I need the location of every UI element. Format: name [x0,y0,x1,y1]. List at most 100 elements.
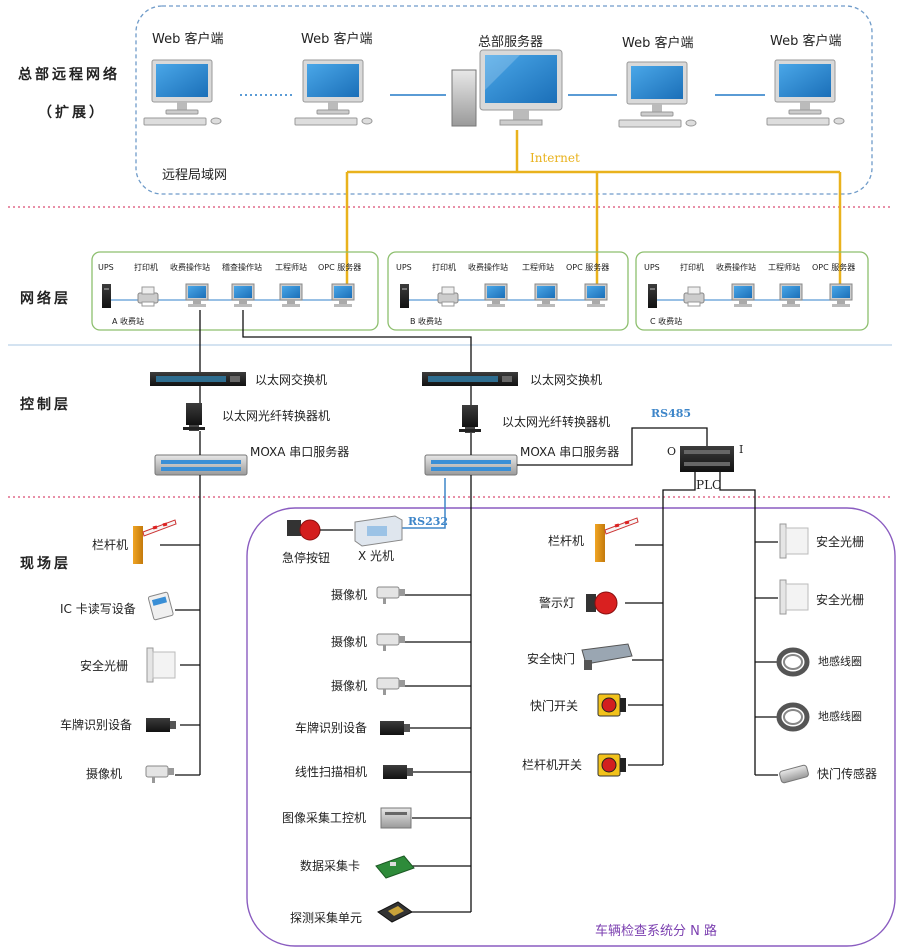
device-label: 工程师站 [522,263,554,272]
field-label: 地感线圈 [818,655,862,668]
camera-icon [145,765,175,784]
field-label: 车牌识别设备 [295,721,368,735]
hq-frame [135,5,873,195]
plate-recognition-icon [146,718,176,732]
device-label: 打印机 [680,263,704,272]
station-c-devices [648,283,853,308]
device-label: OPC 服务器 [318,263,362,272]
ethernet-switch [150,372,246,386]
device-label: UPS [396,263,412,272]
safety-shutter-icon [581,643,633,670]
layer-title-field: 现场层 [20,556,71,572]
field-label: 警示灯 [539,596,576,610]
center-field-bus [405,475,472,913]
warning-light-icon [586,591,618,615]
daq-card-icon [375,855,415,879]
hq-server [451,49,563,127]
ic-reader-icon [147,591,174,621]
station-name: A 收费站 [112,317,145,326]
plc-input-bus [719,472,778,776]
estop-icon [287,519,321,541]
station-b-devices [400,283,608,308]
hq-server-label: 总部服务器 [478,35,544,50]
ipc-icon [380,807,412,829]
field-label: 安全光栅 [80,659,129,673]
station-a-devices [102,283,355,308]
switch-label: 以太网交换机 [530,373,603,387]
switch-label: 以太网交换机 [255,373,328,387]
device-label: 稽查操作站 [222,263,262,272]
safety-grating-icon [146,647,176,683]
estop-label: 急停按钮 [282,551,331,565]
shutter-switch-icon [597,693,627,717]
plc-input-label: I [739,443,744,456]
device-label: 工程师站 [275,263,307,272]
moxa-server [154,454,248,476]
field-label: 摄像机 [331,679,368,693]
station-name: C 收费站 [650,317,683,326]
plc-device [680,446,734,472]
device-label: 收费操作站 [716,263,756,272]
layer-title-control: 控制层 [20,397,71,413]
plc-label: PLC [696,478,722,492]
station-c-frame [635,251,869,331]
field-label: 安全快门 [527,652,576,666]
n-route-frame [246,507,896,947]
station-a-frame [91,251,379,331]
field-label: 栏杆机 [92,538,129,552]
xray-label: X 光机 [358,549,395,563]
plc-output-label: O [667,445,677,458]
rs485-link [517,427,708,466]
field-label: 摄像机 [331,635,368,649]
plc-output-bus [625,472,696,766]
device-label: 收费操作站 [468,263,508,272]
field-label: 车牌识别设备 [60,718,133,732]
web-client-computer [766,59,845,126]
ethernet-switch [422,372,518,386]
web-client-computer [294,59,373,126]
device-label: UPS [644,263,660,272]
field-label: 快门开关 [530,699,579,713]
field-label: 栏杆机开关 [522,758,583,772]
converter-label: 以太网光纤转换器机 [502,415,611,429]
camera-icon [376,633,406,652]
field-label: 地感线圈 [818,710,862,723]
web-client-label: Web 客户端 [301,32,373,47]
field-label: 安全光栅 [816,593,865,607]
field-label: 安全光栅 [816,535,865,549]
device-label: UPS [98,263,114,272]
field-label: 数据采集卡 [300,859,361,873]
safety-grating-icon [779,579,809,615]
converter-label: 以太网光纤转换器机 [222,409,331,423]
device-label: 打印机 [134,263,158,272]
layer-subtitle-hq: （扩展） [38,105,106,121]
loop-coil-icon [779,705,807,729]
field-label: 摄像机 [86,767,123,781]
barrier-switch-icon [597,753,627,777]
station-uplink [199,310,472,372]
field-label: IC 卡读写设备 [60,602,136,616]
device-label: OPC 服务器 [812,263,856,272]
fiber-converter [183,403,205,431]
internet-label: Internet [530,151,580,165]
left-field-bus [160,475,201,776]
control-links [199,386,472,455]
device-label: 工程师站 [768,263,800,272]
field-label: 栏杆机 [548,534,585,548]
field-label: 摄像机 [331,588,368,602]
field-label: 图像采集工控机 [282,811,367,825]
moxa-label: MOXA 串口服务器 [520,445,620,459]
web-client-label: Web 客户端 [152,32,224,47]
field-label: 线性扫描相机 [295,765,368,779]
lan-label: 远程局域网 [162,168,228,183]
camera-icon [376,677,406,696]
web-client-label: Web 客户端 [770,34,842,49]
rs232-link [401,478,446,529]
web-client-label: Web 客户端 [622,36,694,51]
station-b-frame [387,251,629,331]
web-client-computer [618,61,697,128]
device-label: 收费操作站 [170,263,210,272]
device-label: 打印机 [432,263,456,272]
field-label: 快门传感器 [817,767,878,781]
